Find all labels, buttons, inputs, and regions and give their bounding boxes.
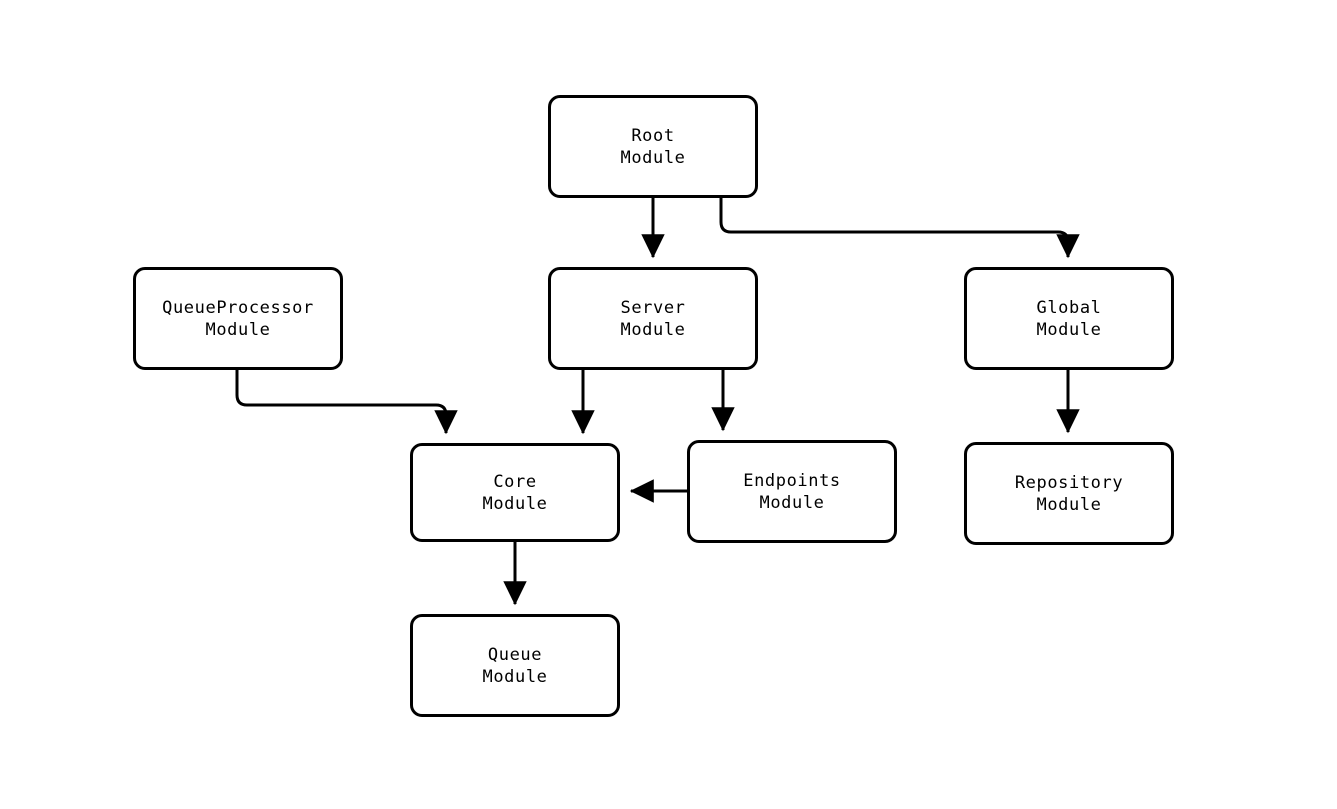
node-queueprocessor-module[interactable]: QueueProcessor Module [133, 267, 343, 370]
node-label-line2: Module [482, 666, 548, 687]
node-label-line2: Module [620, 319, 686, 340]
node-label-line2: Module [1036, 494, 1102, 515]
node-label-line1: Root [631, 125, 675, 146]
edge-root-to-global [719, 198, 1080, 259]
node-label-line1: QueueProcessor [162, 297, 314, 318]
node-label-line2: Module [482, 493, 548, 514]
node-server-module[interactable]: Server Module [548, 267, 758, 370]
node-global-module[interactable]: Global Module [964, 267, 1174, 370]
node-label-line2: Module [759, 492, 825, 513]
edge-queueprocessor-to-core [235, 370, 458, 435]
node-label-line1: Core [493, 471, 537, 492]
node-label-line1: Repository [1014, 472, 1124, 493]
node-core-module[interactable]: Core Module [410, 443, 620, 542]
node-repository-module[interactable]: Repository Module [964, 442, 1174, 545]
node-label-line1: Server [620, 297, 686, 318]
node-label-line1: Queue [487, 644, 543, 665]
node-queue-module[interactable]: Queue Module [410, 614, 620, 717]
node-label-line2: Module [1036, 319, 1102, 340]
node-label-line2: Module [205, 319, 271, 340]
node-root-module[interactable]: Root Module [548, 95, 758, 198]
node-endpoints-module[interactable]: Endpoints Module [687, 440, 897, 543]
node-label-line1: Global [1036, 297, 1102, 318]
node-label-line2: Module [620, 147, 686, 168]
node-label-line1: Endpoints [743, 470, 841, 491]
